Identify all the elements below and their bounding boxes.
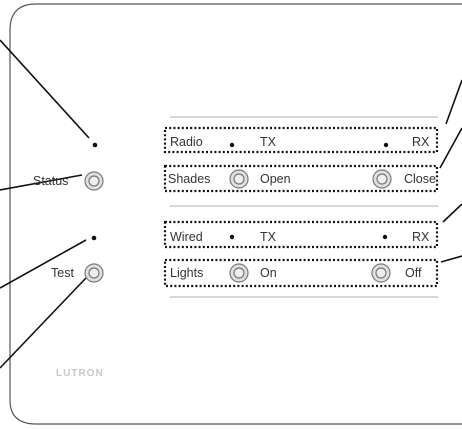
shades-close-label: Close xyxy=(404,172,436,186)
lights-label: Lights xyxy=(170,266,204,280)
callout-line-status-led xyxy=(0,39,90,139)
callout-line-lights-row xyxy=(440,255,462,263)
shades-open-button-icon xyxy=(229,169,249,189)
test-button-icon xyxy=(84,263,104,283)
status-button-icon xyxy=(84,171,104,191)
radio-tx-label: TX xyxy=(260,135,276,149)
callout-line-test-led xyxy=(0,239,87,289)
wired-tx-label: TX xyxy=(260,230,276,244)
lutron-logo: LUTRON xyxy=(56,368,104,379)
lights-off-label: Off xyxy=(405,266,422,280)
wired-rx-label: RX xyxy=(412,230,430,244)
callout-line-test-button xyxy=(0,277,87,369)
callout-line-wired-row xyxy=(442,203,462,223)
radio-row-box xyxy=(163,126,439,154)
shades-open-label: Open xyxy=(260,172,291,186)
lights-off-button-icon xyxy=(371,263,391,283)
callout-line-shades-row xyxy=(439,127,462,169)
shades-label: Shades xyxy=(168,172,211,186)
lights-on-label: On xyxy=(260,266,277,280)
radio-tx-led xyxy=(229,142,235,148)
radio-rx-led xyxy=(383,142,389,148)
test-label: Test xyxy=(51,266,74,280)
radio-rx-label: RX xyxy=(412,135,430,149)
faceplate-outline xyxy=(9,3,462,425)
wired-label: Wired xyxy=(170,230,203,244)
wired-tx-led xyxy=(229,234,235,240)
wired-rx-led xyxy=(382,234,388,240)
callout-line-status-button xyxy=(0,174,83,191)
callout-line-radio-row xyxy=(445,79,462,125)
lights-on-button-icon xyxy=(229,263,249,283)
shades-close-button-icon xyxy=(372,169,392,189)
status-label: Status xyxy=(33,174,69,188)
shades-row-box xyxy=(163,164,439,193)
status-led xyxy=(92,142,98,148)
lights-row-box xyxy=(163,258,439,288)
wired-row-box xyxy=(163,220,439,249)
test-led xyxy=(91,235,97,241)
radio-label: Radio xyxy=(170,135,203,149)
